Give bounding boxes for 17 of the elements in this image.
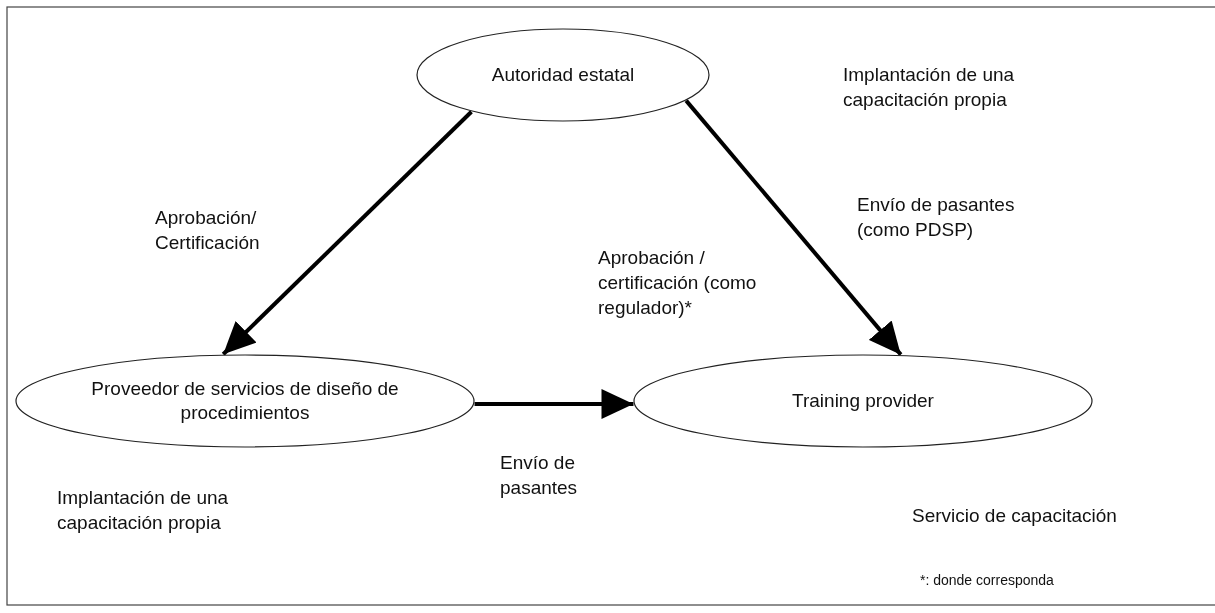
annotation-text: Implantación de una capacitación propia <box>57 486 230 535</box>
node-label: Autoridad estatal <box>491 63 635 87</box>
edge-label: Aprobación/ Certificación <box>155 206 261 255</box>
arrow <box>474 389 634 419</box>
ellipse-node <box>15 354 475 448</box>
edge-label: Envío de pasantes <box>500 451 579 500</box>
ellipse-node <box>416 28 710 122</box>
node-label: Proveedor de servicios de diseño de procedimientos <box>90 377 400 425</box>
footnote-text: *: donde corresponda <box>920 571 1055 590</box>
ellipse-node <box>633 354 1093 448</box>
arrow <box>221 110 473 356</box>
edge-label: Envío de pasantes (como PDSP) <box>857 193 1016 242</box>
arrow <box>684 99 903 356</box>
annotation-text: Implantación de una capacitación propia <box>843 63 1016 112</box>
annotation-text: Servicio de capacitación <box>912 504 1118 528</box>
node-label: Training provider <box>792 389 934 413</box>
annotation-text: Aprobación / certificación (como regulador)* <box>598 246 758 320</box>
